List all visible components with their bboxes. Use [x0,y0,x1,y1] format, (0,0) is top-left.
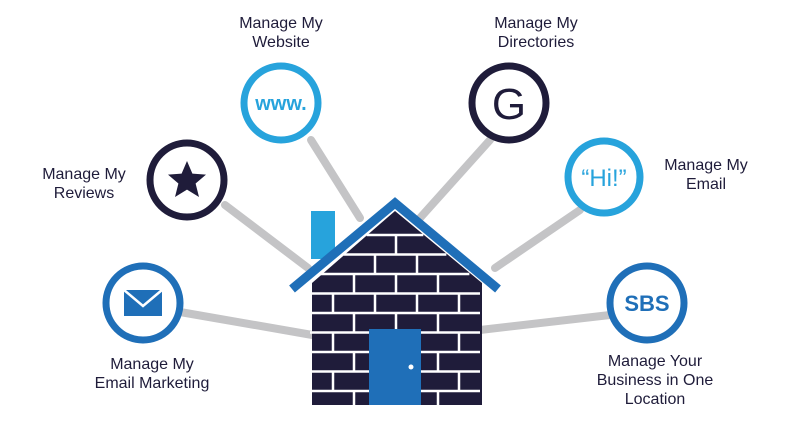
node-website[interactable]: www. [240,62,322,144]
connector-lines [176,136,614,340]
label-directories: Manage My Directories [494,15,578,51]
node-email[interactable]: “Hi!” [564,137,644,217]
connector-website [307,136,364,222]
label-reviews: Manage My Reviews [42,166,126,202]
sbs-logo-icon: SBS [624,291,669,316]
node-sbs[interactable]: SBS [606,262,688,344]
google-g-icon: G [492,80,526,129]
node-directories[interactable]: G [468,62,550,144]
house [289,197,501,405]
star-icon [168,161,206,197]
roof [289,197,501,293]
label-website: Manage My Website [239,15,323,51]
node-reviews[interactable] [146,139,228,221]
label-sbs: Manage Your Business in One Location [596,353,714,408]
brick-mortar [310,233,480,405]
connector-sbs [476,311,614,334]
connector-reviews [221,201,312,272]
www-icon: www. [254,93,306,115]
label-email: Manage My Email [664,157,748,193]
connector-directories [416,136,494,222]
door-knob [408,364,414,370]
label-email-marketing: Manage My Email Marketing [94,356,210,392]
connector-email [491,206,584,272]
connector-email-marketing [176,308,322,340]
node-email-marketing[interactable] [102,262,184,344]
envelope-icon [123,289,163,316]
speech-quote-icon: “Hi!” [581,165,626,192]
